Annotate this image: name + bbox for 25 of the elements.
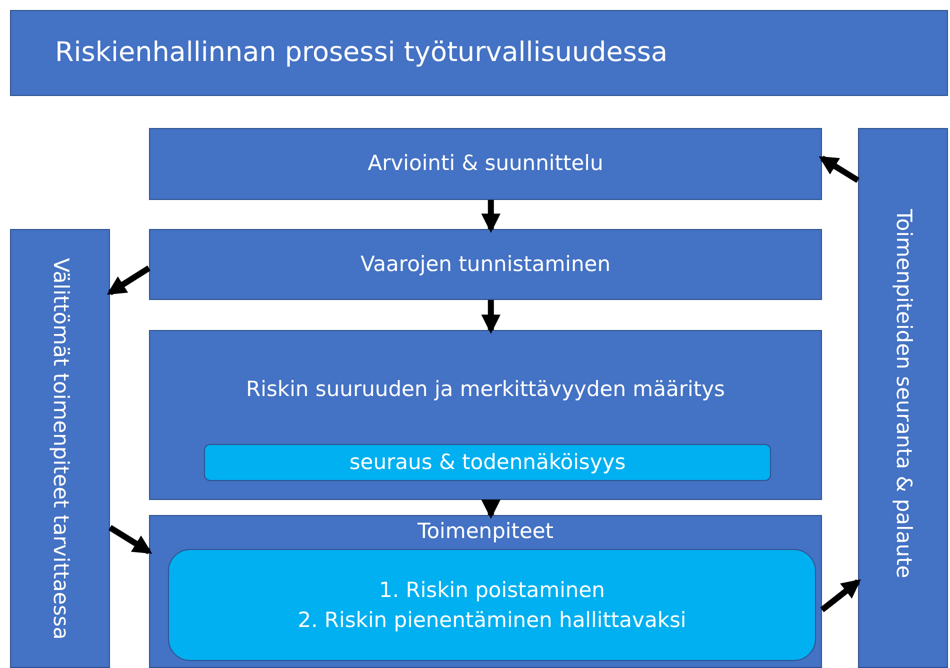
box-text: 2. Riskin pienentäminen hallittavaksi xyxy=(298,607,686,634)
box-text: Toimenpiteet xyxy=(417,518,554,545)
arrow xyxy=(481,200,500,233)
title: Riskienhallinnan prosessi työturvallisuudessa xyxy=(55,36,668,70)
arrow xyxy=(108,524,152,554)
side-box xyxy=(858,128,948,668)
box-text: Vaarojen tunnistaminen xyxy=(360,250,611,278)
box-text: Arviointi & suunnittelu xyxy=(368,150,604,178)
box-text: seuraus & todennäköisyys xyxy=(349,449,626,476)
rounded-box xyxy=(204,444,771,481)
rounded-box xyxy=(168,549,816,661)
process-box xyxy=(149,229,822,300)
process-box xyxy=(149,128,822,200)
arrow xyxy=(481,300,500,334)
side-box xyxy=(10,229,110,668)
box-text: 1. Riskin poistaminen xyxy=(379,576,605,604)
arrow xyxy=(106,266,151,296)
box-text: Riskin suuruuden ja merkittävyyden määritys xyxy=(246,376,725,403)
arrow xyxy=(818,156,860,183)
vertical-label: Toimenpiteiden seuranta & palaute xyxy=(890,209,917,578)
vertical-label: Välittömät toimenpiteet tarvittaessa xyxy=(48,258,74,640)
arrow xyxy=(481,500,500,519)
process-box xyxy=(149,515,822,668)
arrow xyxy=(820,579,862,612)
process-box xyxy=(149,330,822,500)
